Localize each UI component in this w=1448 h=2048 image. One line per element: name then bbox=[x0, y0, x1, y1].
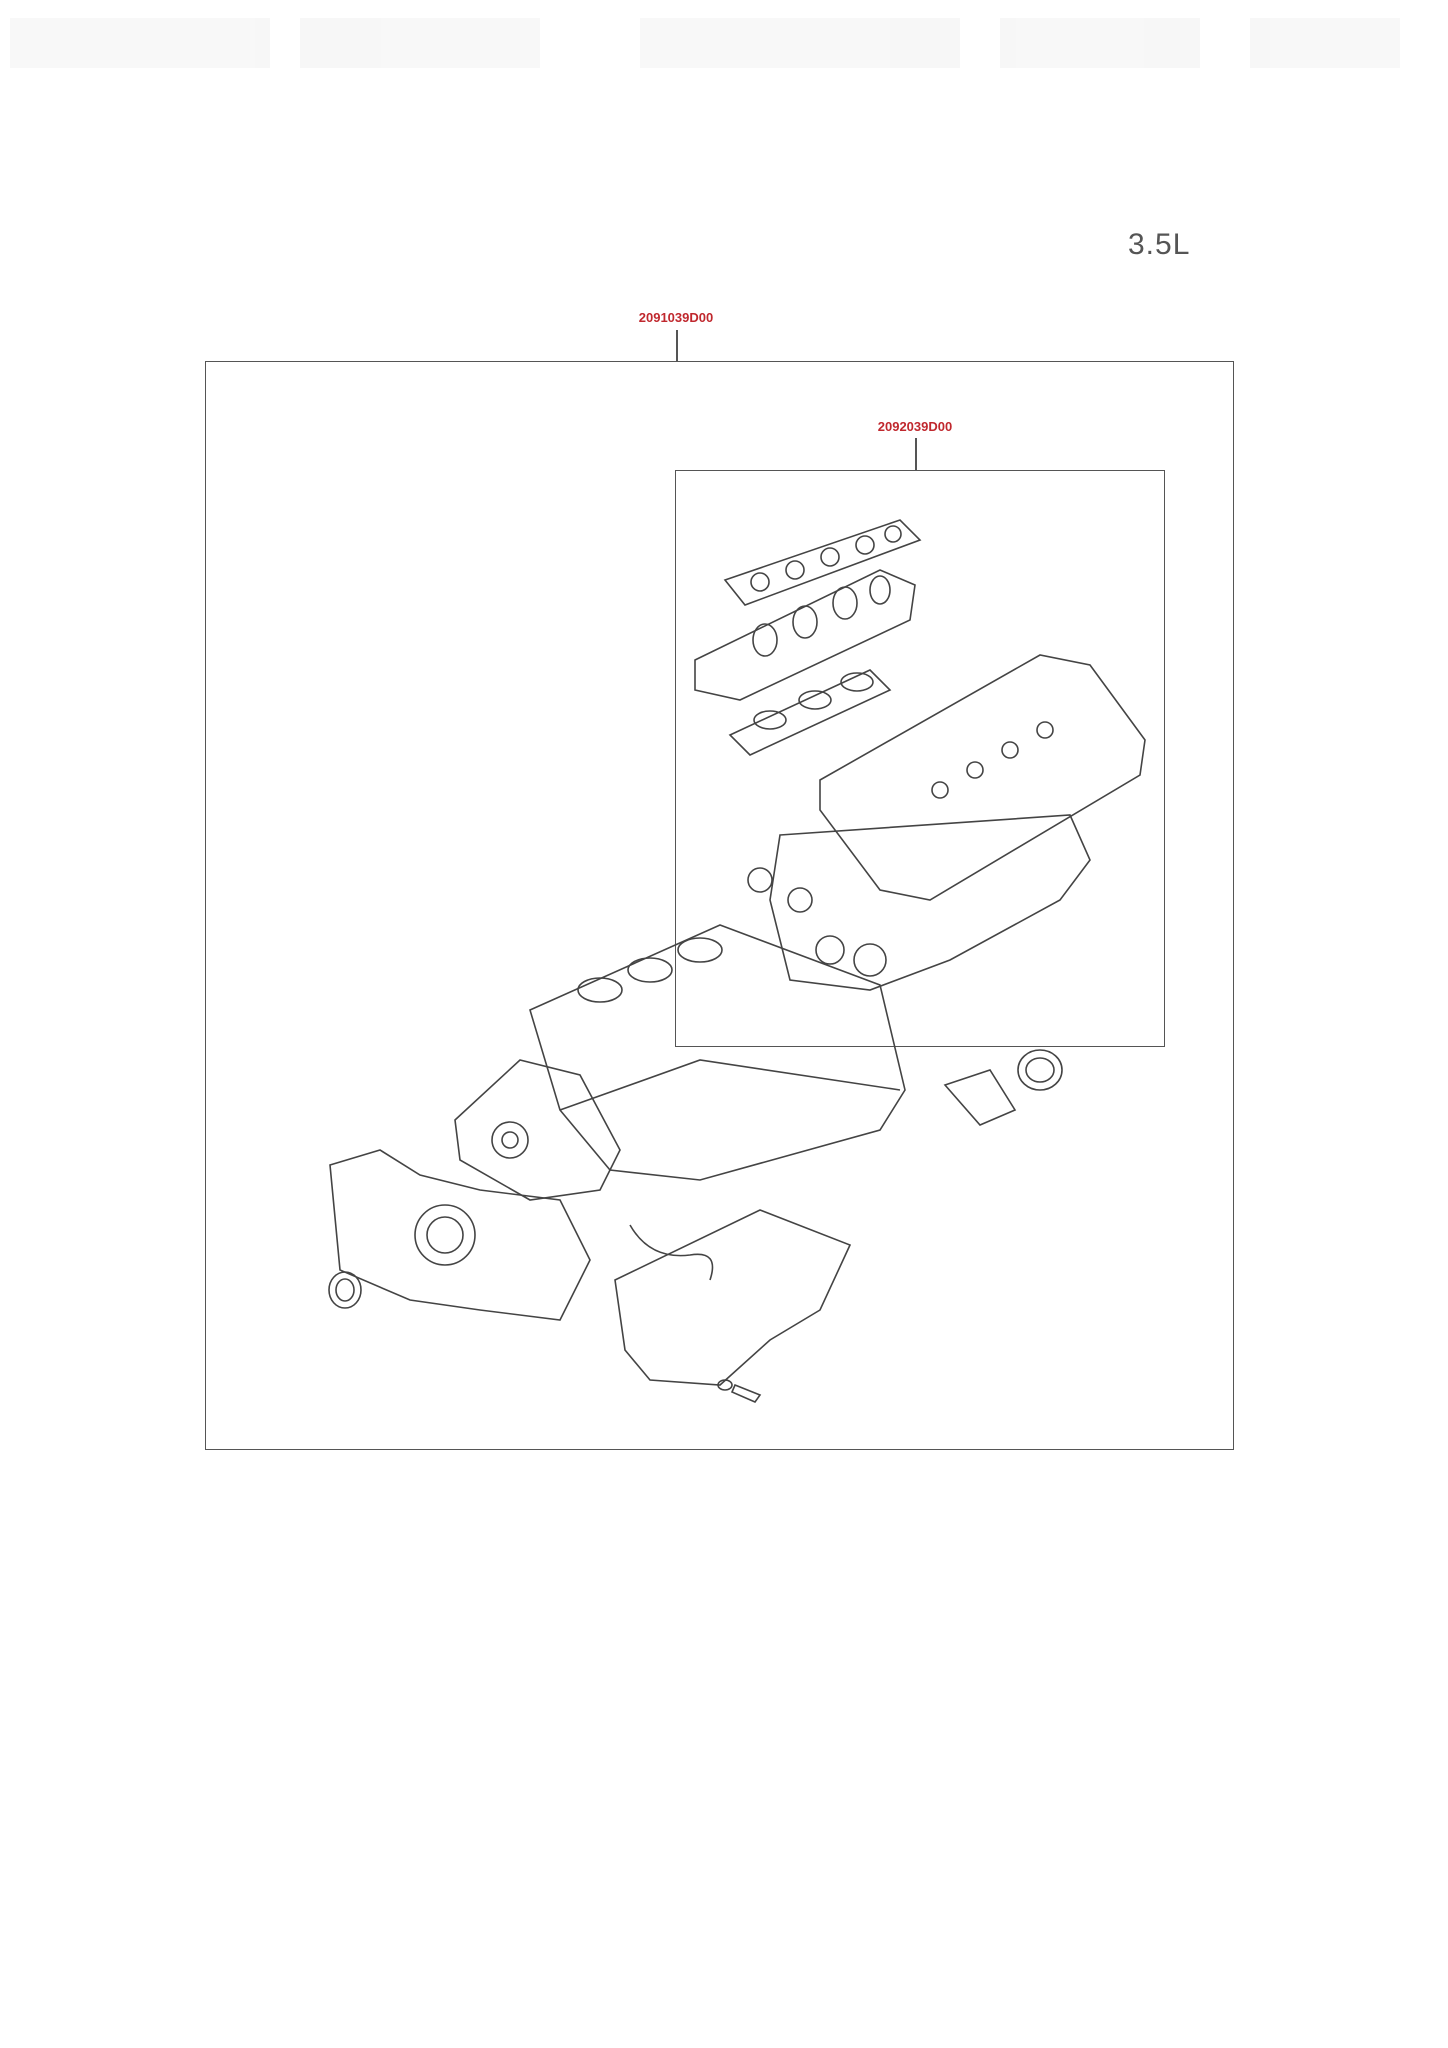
leader-line-upper bbox=[915, 438, 917, 471]
intake-gasket-upper bbox=[723, 519, 922, 606]
front-seal bbox=[328, 1271, 362, 1309]
cylinder-head-gasket bbox=[747, 814, 1091, 991]
rear-seal bbox=[943, 1049, 1063, 1126]
exhaust-gasket bbox=[728, 669, 892, 756]
upper-kit-frame bbox=[675, 470, 1165, 1047]
oil-pan-gasket bbox=[614, 1209, 852, 1386]
part-number-overall-kit[interactable]: 2091039D00 bbox=[638, 310, 714, 325]
drain-plug bbox=[717, 1379, 762, 1403]
overall-kit-frame bbox=[205, 361, 1234, 1450]
leader-line-overall bbox=[676, 330, 678, 362]
engine-variant-label: 3.5L bbox=[1128, 228, 1191, 261]
valve-cover-gasket bbox=[819, 654, 1146, 901]
faded-header-bleed bbox=[0, 8, 1448, 78]
engine-block bbox=[529, 924, 906, 1181]
intake-manifold-gasket bbox=[694, 569, 916, 701]
timing-cover-gasket bbox=[329, 1149, 591, 1321]
water-pump-gasket bbox=[454, 1059, 621, 1201]
part-number-upper-kit[interactable]: 2092039D00 bbox=[877, 419, 953, 434]
